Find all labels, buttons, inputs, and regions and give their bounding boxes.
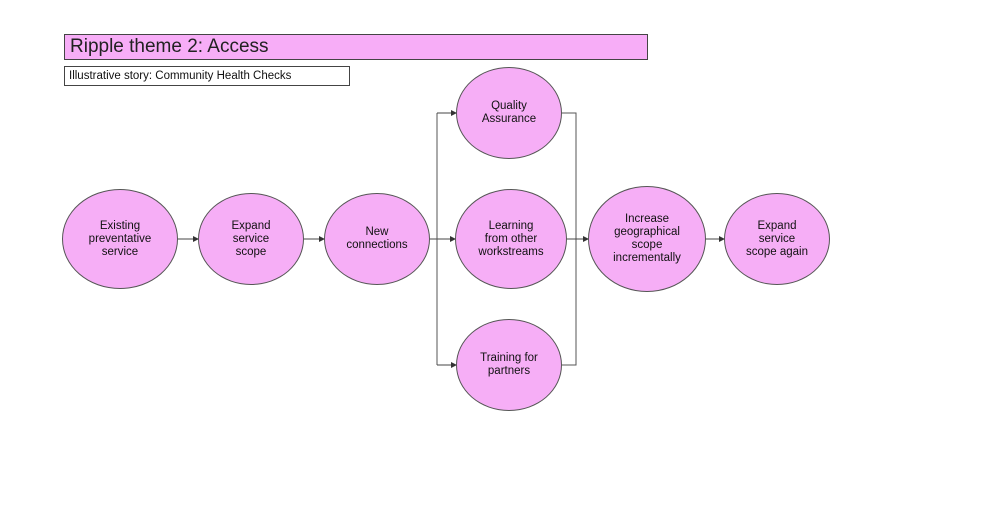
diagram-title: Ripple theme 2: Access	[64, 34, 648, 60]
node-label: Existing preventative service	[88, 219, 152, 258]
node-expand-service-scope: Expand service scope	[198, 193, 304, 285]
node-existing-preventative-service: Existing preventative service	[62, 189, 178, 289]
node-label: Expand service scope again	[745, 219, 809, 258]
node-label: New connections	[346, 226, 408, 251]
node-learning-from-other-workstreams: Learning from other workstreams	[455, 189, 567, 289]
node-quality-assurance: Quality Assurance	[456, 67, 562, 159]
node-increase-geographical-scope: Increase geographical scope incrementall…	[588, 186, 706, 292]
node-label: Expand service scope	[231, 219, 271, 258]
node-expand-service-scope-again: Expand service scope again	[724, 193, 830, 285]
node-label: Learning from other workstreams	[478, 219, 544, 258]
diagram-subtitle: Illustrative story: Community Health Che…	[64, 66, 350, 86]
node-label: Increase geographical scope incrementall…	[613, 213, 681, 264]
node-new-connections: New connections	[324, 193, 430, 285]
node-label: Training for partners	[480, 352, 538, 377]
node-label: Quality Assurance	[481, 100, 537, 125]
node-training-for-partners: Training for partners	[456, 319, 562, 411]
